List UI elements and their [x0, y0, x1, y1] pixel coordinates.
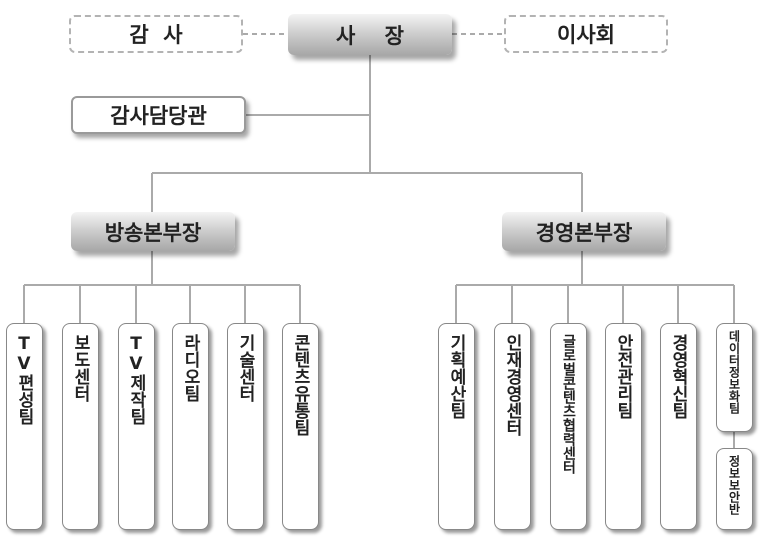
- management-hq-box: 경영본부장: [502, 212, 666, 251]
- team-label: 콘텐츠유통팀: [290, 334, 310, 436]
- team-label: 경영혁신팀: [668, 334, 688, 419]
- team-label: 데이터정보화팀: [727, 330, 741, 414]
- team-box-data-it: 데이터정보화팀: [716, 323, 753, 432]
- security-unit-label: 정보보안반: [727, 455, 741, 515]
- team-box-radio: 라디오팀: [172, 323, 209, 530]
- team-box-tv-programming: TV편성팀: [6, 323, 43, 530]
- board-box: 이사회: [504, 15, 668, 53]
- team-box-news-center: 보도센터: [62, 323, 99, 530]
- broadcast-hq-label: 방송본부장: [104, 220, 202, 245]
- team-box-planning-budget: 기획예산팀: [438, 323, 475, 530]
- team-label: 보도센터: [70, 334, 90, 402]
- team-box-management-innovation: 경영혁신팀: [660, 323, 697, 530]
- board-label: 이사회: [557, 23, 615, 47]
- team-box-technology-center: 기술센터: [227, 323, 264, 530]
- team-label: 안전관리팀: [613, 334, 633, 419]
- team-box-global-content: 글로벌콘텐츠협력센터: [550, 323, 587, 530]
- security-unit-box: 정보보안반: [716, 448, 753, 530]
- president-box: 사 장: [288, 14, 452, 55]
- broadcast-hq-box: 방송본부장: [71, 212, 235, 251]
- team-label: 인재경영센터: [502, 334, 522, 436]
- president-label: 사 장: [336, 23, 404, 48]
- management-hq-label: 경영본부장: [535, 220, 633, 245]
- team-label: 라디오팀: [180, 334, 200, 402]
- auditor-label: 감 사: [129, 23, 183, 47]
- audit-officer-box: 감사담당관: [71, 96, 246, 134]
- team-label: TV편성팀: [14, 334, 34, 425]
- team-box-tv-production: TV제작팀: [118, 323, 155, 530]
- team-label: TV제작팀: [126, 334, 146, 425]
- team-box-talent-management: 인재경영센터: [494, 323, 531, 530]
- team-box-content-distribution: 콘텐츠유통팀: [282, 323, 319, 530]
- audit-officer-label: 감사담당관: [110, 104, 207, 128]
- auditor-box: 감 사: [69, 15, 243, 53]
- team-label: 기술센터: [235, 334, 255, 402]
- team-box-safety-management: 안전관리팀: [605, 323, 642, 530]
- team-label: 기획예산팀: [446, 334, 466, 419]
- team-label: 글로벌콘텐츠협력센터: [560, 334, 577, 474]
